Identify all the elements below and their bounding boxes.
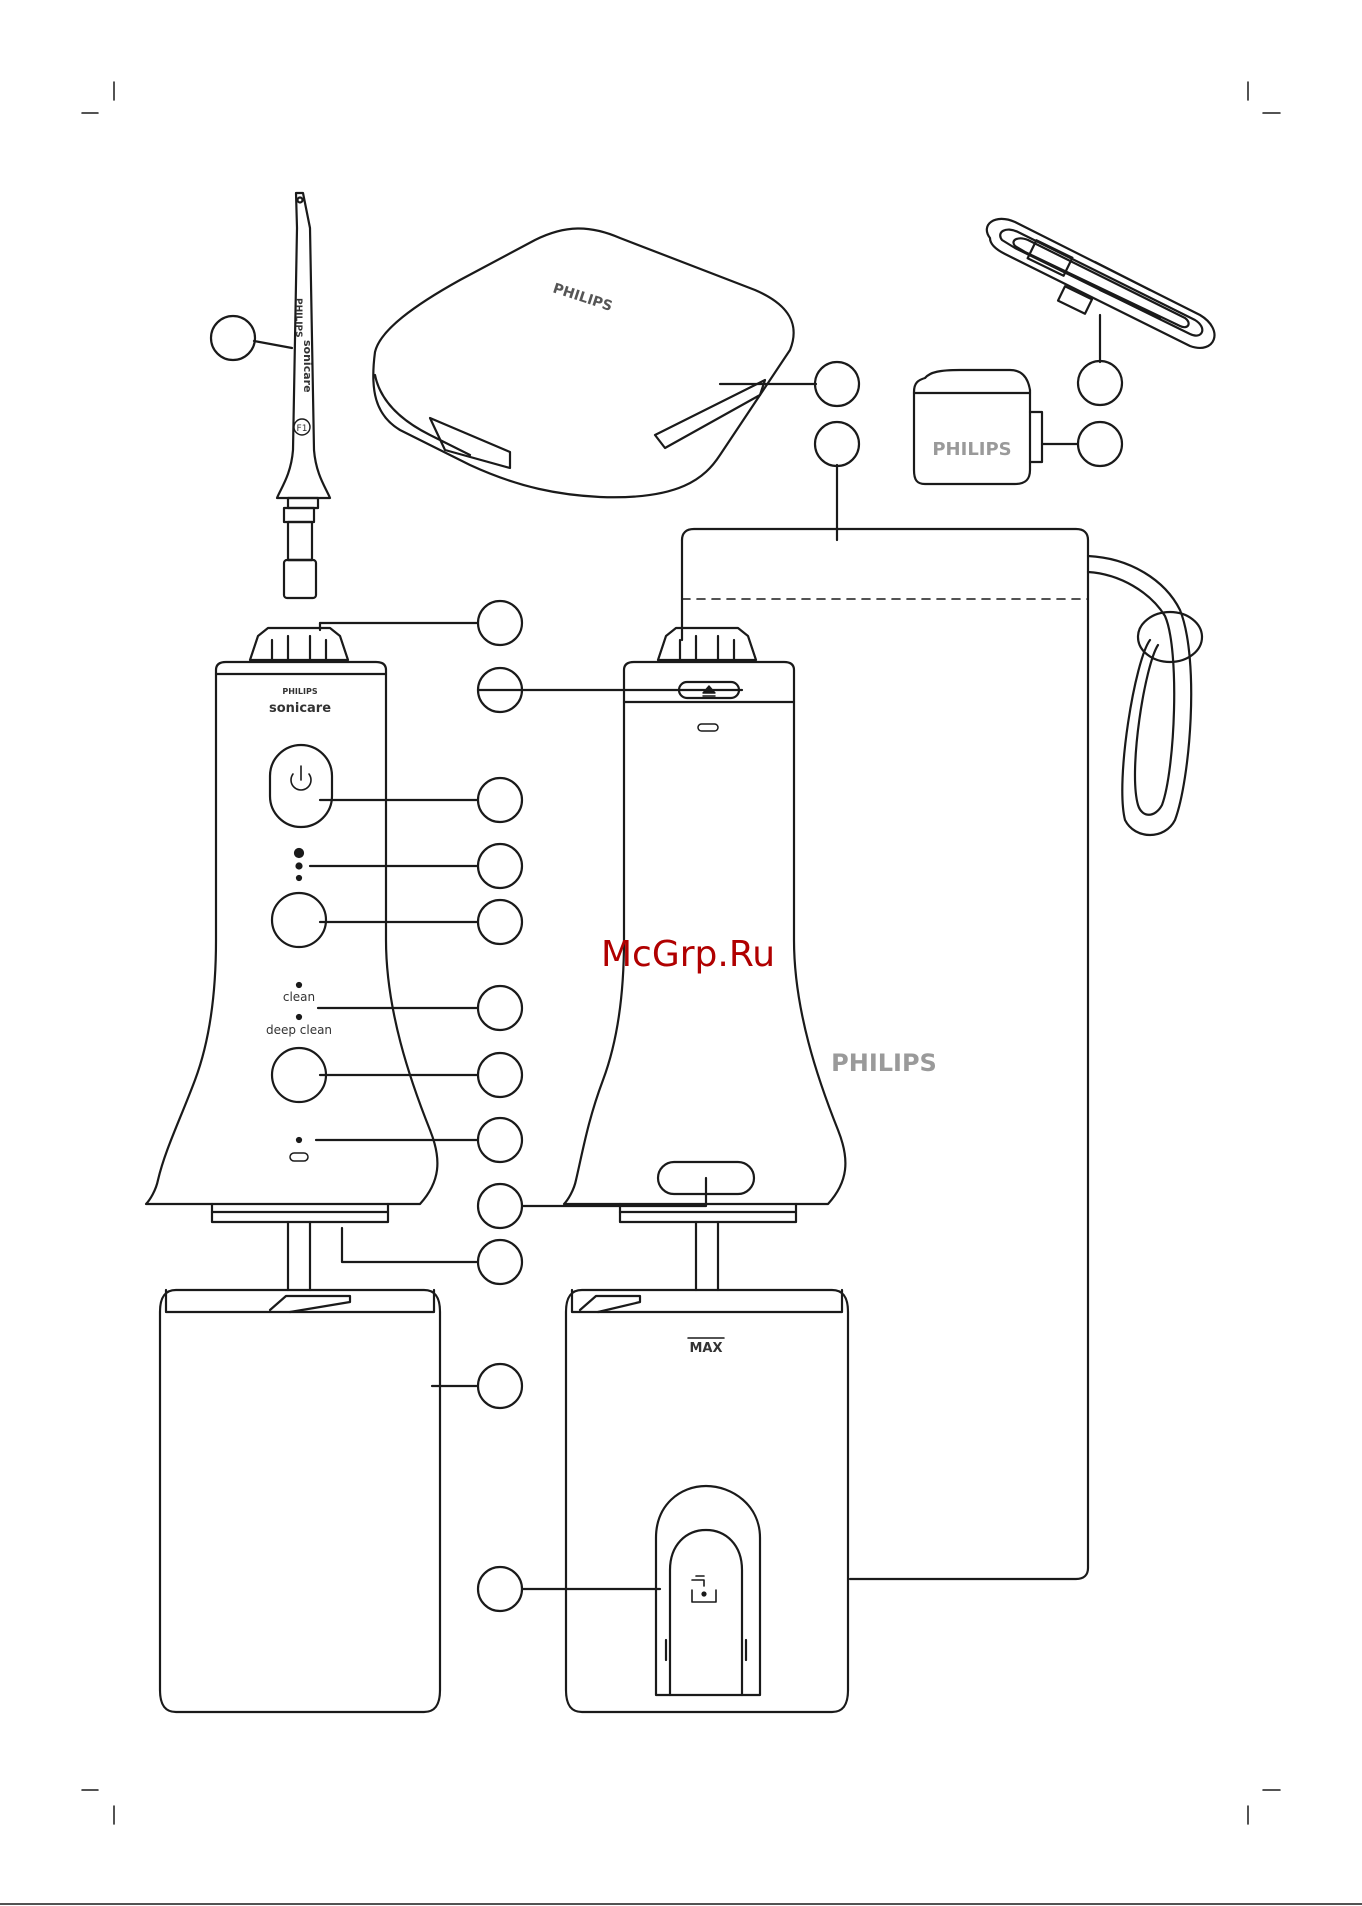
mode-button[interactable] xyxy=(272,1048,326,1102)
intensity-button[interactable] xyxy=(272,893,326,947)
handle-front: PHILIPS sonicare clean deep clean xyxy=(146,628,437,1290)
mode-clean-label: clean xyxy=(283,990,315,1004)
fill-door[interactable] xyxy=(656,1486,760,1695)
adapter-philips-logo: PHILIPS xyxy=(932,439,1011,460)
reservoir-front xyxy=(160,1290,440,1712)
pouch-philips-logo: PHILIPS xyxy=(831,1049,937,1077)
handle-philips-label: PHILIPS xyxy=(282,687,317,696)
nozzle-philips-label: PHILIPS xyxy=(293,298,303,338)
mode-deep-clean-label: deep clean xyxy=(266,1023,332,1037)
max-fill-label: MAX xyxy=(689,1341,722,1356)
watermark-text: McGrp.Ru xyxy=(601,934,775,975)
faucet-icon xyxy=(692,1576,716,1602)
nozzle: F1 PHILIPS sonicare xyxy=(277,193,330,598)
travel-case: PHILIPS xyxy=(373,228,793,497)
usb-adapter: PHILIPS xyxy=(914,370,1042,484)
case-philips-logo: PHILIPS xyxy=(551,281,615,315)
nozzle-code-label: F1 xyxy=(297,424,308,434)
reservoir-back: MAX xyxy=(566,1290,848,1712)
power-button[interactable] xyxy=(270,745,332,827)
travel-pouch: PHILIPS xyxy=(682,529,1202,1579)
handle-sonicare-label: sonicare xyxy=(269,701,331,716)
power-icon xyxy=(291,766,311,790)
nozzle-sonicare-label: sonicare xyxy=(301,340,314,393)
